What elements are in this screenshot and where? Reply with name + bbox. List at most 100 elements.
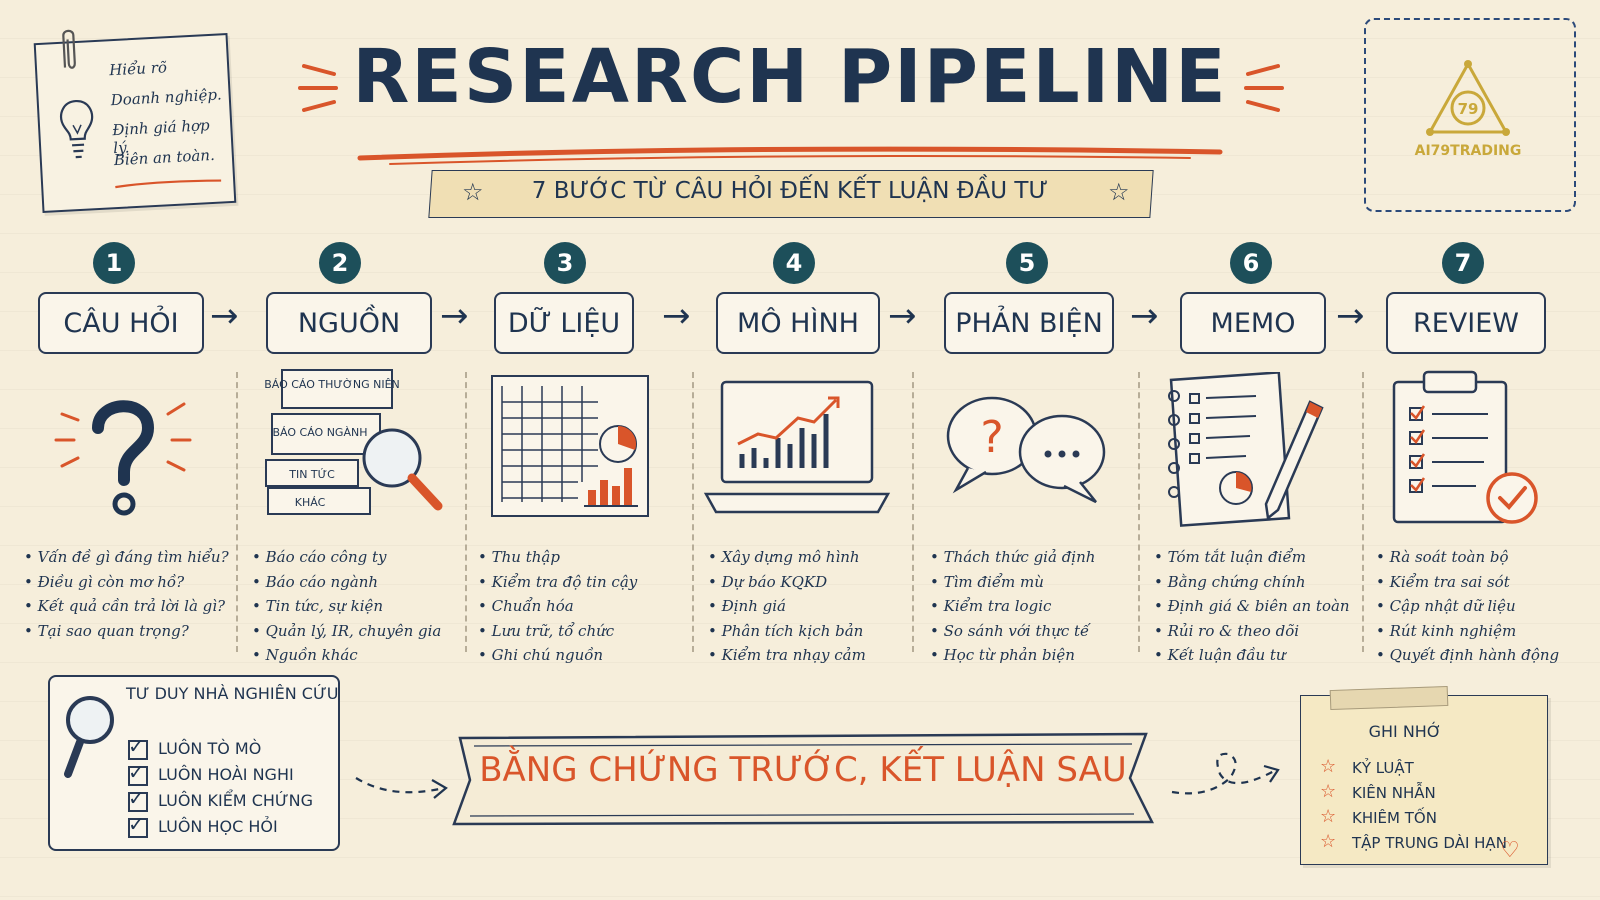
- list-item: Lưu trữ, tổ chức: [478, 622, 637, 647]
- list-item: Định giá: [708, 597, 866, 622]
- column-divider: [1362, 372, 1364, 652]
- step-bullets-du-lieu: Thu thập Kiểm tra độ tin cậy Chuẩn hóa L…: [478, 548, 638, 671]
- list-item: Kiểm tra logic: [930, 597, 1095, 622]
- laptop-chart-icon: [703, 380, 891, 514]
- paperclip-icon: [62, 29, 76, 69]
- step-number: 6: [1230, 242, 1272, 284]
- reminder-title: GHI NHỚ: [1368, 722, 1442, 741]
- lightbulb-icon: [60, 99, 94, 159]
- checkmark-icon: ✓: [128, 812, 145, 836]
- logo-mark-text: 79: [1458, 100, 1479, 118]
- arrow-right-icon: →: [662, 296, 691, 336]
- step-box-du-lieu: DỮ LIỆU: [494, 292, 634, 354]
- list-item: Tóm tắt luận điểm: [1154, 548, 1350, 573]
- step-bullets-nguon: Báo cáo công ty Báo cáo ngành Tin tức, s…: [252, 548, 442, 671]
- column-divider: [1138, 372, 1140, 652]
- title-accent-right: [1244, 64, 1284, 112]
- checkmark-icon: ✓: [128, 786, 145, 810]
- sticky-note: Hiểu rõ Doanh nghiệp. Định giá hợp lý. B…: [33, 29, 237, 213]
- list-item: So sánh với thực tế: [930, 622, 1095, 647]
- list-item: Dự báo KQKD: [708, 573, 866, 598]
- star-icon: ☆: [462, 178, 484, 206]
- note-line: Biên an toàn.: [113, 145, 216, 170]
- question-mark-icon: [54, 400, 192, 516]
- arrow-right-icon: →: [210, 296, 239, 336]
- checkbox-icon: [128, 792, 148, 812]
- dashed-loop-arrow-icon: [1171, 752, 1280, 795]
- step-box-nguon: NGUỒN: [266, 292, 432, 354]
- logo-mark-icon: 79: [1426, 60, 1510, 136]
- list-item: Cập nhật dữ liệu: [1376, 597, 1559, 622]
- magnifier-icon: [64, 696, 114, 778]
- list-item: Rủi ro & theo dõi: [1154, 622, 1350, 647]
- list-item: Rút kinh nghiệm: [1376, 622, 1559, 647]
- arrow-right-icon: →: [1336, 296, 1365, 336]
- stack-label-other: KHÁC: [295, 496, 326, 509]
- star-icon: ☆: [1320, 806, 1337, 827]
- stack-label-annual: BÁO CÁO THƯỜNG NIÊN: [264, 378, 400, 391]
- list-item: Phân tích kịch bản: [708, 622, 866, 647]
- star-icon: ☆: [1320, 831, 1337, 852]
- mindset-item: LUÔN KIỂM CHỨNG: [158, 791, 313, 810]
- step-number: 5: [1006, 242, 1048, 284]
- spreadsheet-icon: [491, 375, 649, 517]
- mindset-item: LUÔN TÒ MÒ: [158, 739, 262, 758]
- list-item: Tìm điểm mù: [930, 573, 1095, 598]
- dashed-arrow-icon: [355, 777, 448, 799]
- title-underline: [357, 146, 1223, 165]
- step-bullets-cau-hoi: Vấn đề gì đáng tìm hiểu? Điều gì còn mơ …: [24, 548, 229, 646]
- step-bullets-mo-hinh: Xây dựng mô hình Dự báo KQKD Định giá Ph…: [708, 548, 866, 671]
- list-item: Học từ phản biện: [930, 646, 1095, 671]
- star-icon: ☆: [1108, 178, 1130, 206]
- step-number: 3: [544, 242, 586, 284]
- list-item: Kiểm tra độ tin cậy: [478, 573, 638, 598]
- stack-label-industry: BÁO CÁO NGÀNH: [273, 426, 368, 439]
- column-divider: [912, 372, 914, 652]
- list-item: Thách thức giả định: [930, 548, 1096, 573]
- list-item: Vấn đề gì đáng tìm hiểu?: [24, 548, 229, 573]
- step-bullets-review: Rà soát toàn bộ Kiểm tra sai sót Cập nhậ…: [1376, 548, 1560, 671]
- speech-bubbles-icon: ?: [946, 396, 1106, 504]
- mindset-item: LUÔN HOÀI NGHI: [158, 765, 294, 784]
- step-box-memo: MEMO: [1180, 292, 1326, 354]
- list-item: Ghi chú nguồn: [478, 646, 637, 671]
- list-item: Quản lý, IR, chuyên gia: [252, 622, 442, 647]
- reminder-item: KHIÊM TỐN: [1352, 809, 1437, 827]
- list-item: Thu thập: [478, 548, 637, 573]
- checkmark-icon: ✓: [128, 734, 145, 758]
- checkbox-icon: [128, 766, 148, 786]
- star-icon: ☆: [1320, 781, 1337, 802]
- step-number: 7: [1442, 242, 1484, 284]
- step-number: 1: [93, 242, 135, 284]
- step-box-mo-hinh: MÔ HÌNH: [716, 292, 880, 354]
- step-bullets-memo: Tóm tắt luận điểm Bằng chứng chính Định …: [1154, 548, 1350, 671]
- mindset-title: TƯ DUY NHÀ NGHIÊN CỨU: [126, 684, 339, 703]
- list-item: Kết luận đầu tư: [1154, 646, 1350, 671]
- banner-ribbon: [452, 732, 1155, 826]
- list-item: Kết quả cần trả lời là gì?: [24, 597, 229, 622]
- arrow-right-icon: →: [440, 296, 469, 336]
- list-item: Chuẩn hóa: [478, 597, 637, 622]
- banner-slogan: BẰNG CHỨNG TRƯỚC, KẾT LUẬN SAU: [479, 750, 1127, 790]
- reminder-item: TẬP TRUNG DÀI HẠN: [1352, 834, 1507, 852]
- list-item: Kiểm tra sai sót: [1376, 573, 1559, 598]
- column-divider: [236, 372, 238, 652]
- reminder-item: KỶ LUẬT: [1352, 759, 1414, 777]
- list-item: Rà soát toàn bộ: [1376, 548, 1559, 573]
- page-title: RESEARCH PIPELINE: [352, 34, 1228, 120]
- tape-strip: [1329, 685, 1449, 711]
- list-item: Điều gì còn mơ hồ?: [24, 573, 229, 598]
- note-line: Doanh nghiệp.: [110, 85, 223, 110]
- step-bullets-phan-bien: Thách thức giả định Tìm điểm mù Kiểm tra…: [930, 548, 1096, 671]
- column-divider: [465, 372, 467, 652]
- clipboard-check-icon: [1392, 370, 1538, 524]
- logo-text: AI79TRADING: [1414, 143, 1522, 159]
- step-box-cau-hoi: CÂU HỎI: [38, 292, 204, 354]
- stack-label-news: TIN TỨC: [288, 468, 335, 481]
- list-item: Báo cáo công ty: [252, 548, 441, 573]
- arrow-right-icon: →: [888, 296, 917, 336]
- list-item: Kiểm tra nhạy cảm: [708, 646, 866, 671]
- logo-box: [1364, 18, 1576, 212]
- document-stack-icon: BÁO CÁO THƯỜNG NIÊN BÁO CÁO NGÀNH TIN TỨ…: [264, 369, 443, 515]
- list-item: Quyết định hành động: [1376, 646, 1560, 671]
